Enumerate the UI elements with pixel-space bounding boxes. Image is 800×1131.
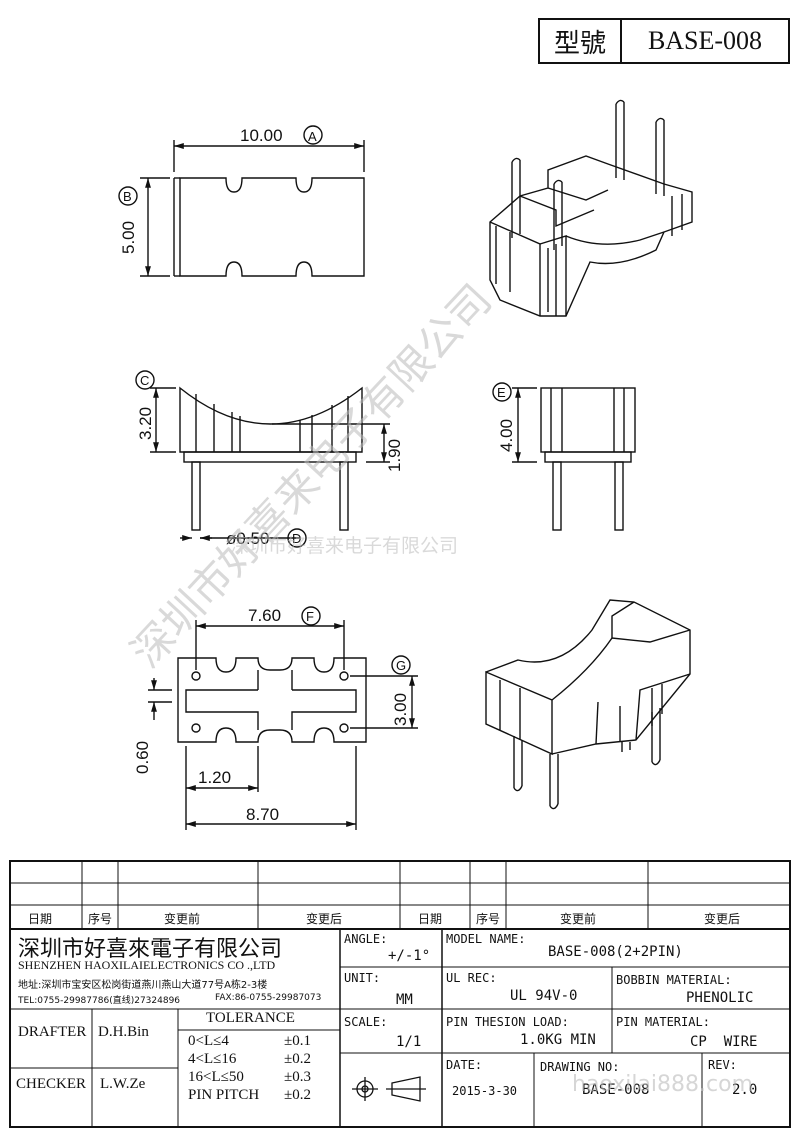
rev-label: REV: — [708, 1058, 737, 1072]
callout-f: F — [306, 609, 314, 624]
rev-header-after-2: 变更后 — [704, 912, 741, 926]
bobbin-material-label: BOBBIN MATERIAL: — [616, 973, 732, 987]
rev-header-before-1: 变更前 — [164, 912, 201, 926]
tolerance-values: ±0.1 ±0.2 ±0.3 ±0.2 — [284, 1032, 311, 1104]
bobbin-material-value: PHENOLIC — [686, 990, 754, 1006]
model-name-label: MODEL NAME: — [446, 932, 526, 946]
model-label: 型號 — [540, 20, 622, 62]
model-title-box: 型號 BASE-008 — [538, 18, 790, 64]
watermark-horizontal: 深圳市好喜来电子有限公司 — [230, 535, 458, 557]
model-name-value: BASE-008(2+2PIN) — [548, 944, 683, 960]
rev-header-no-1: 序号 — [88, 912, 113, 926]
tolerance-value-2: ±0.2 — [284, 1051, 311, 1067]
company-name-en: SHENZHEN HAOXILAIELECTRONICS CO .,LTD — [18, 958, 276, 972]
callout-e: E — [497, 385, 506, 400]
tolerance-value-3: ±0.3 — [284, 1069, 311, 1085]
dim-height: 3.20 — [136, 407, 155, 440]
dim-pin-pitch-x: 7.60 — [248, 606, 281, 625]
callout-b: B — [123, 189, 132, 204]
company-fax: FAX:86-0755-29987073 — [215, 993, 322, 1003]
tolerance-label: TOLERANCE — [206, 1010, 295, 1026]
drawing-no-label: DRAWING NO: — [540, 1060, 620, 1074]
dim-height-side: 4.00 — [497, 419, 516, 452]
dim-offset-small: 0.60 — [133, 741, 152, 774]
watermark-url: haoxilai888.com — [572, 1072, 754, 1097]
dim-width: 5.00 — [119, 221, 138, 254]
isometric-view-bottom — [485, 599, 691, 810]
front-view — [150, 386, 390, 541]
rev-header-date-1: 日期 — [28, 912, 53, 926]
drafter-label: DRAFTER — [18, 1024, 87, 1040]
company-tel: TEL:0755-29987786(直线)27324896 — [18, 996, 181, 1006]
dim-overall-width: 8.70 — [246, 805, 279, 824]
checker-label: CHECKER — [16, 1076, 87, 1092]
rev-header-no-2: 序号 — [476, 912, 501, 926]
checker-value: L.W.Ze — [100, 1076, 146, 1092]
side-view — [512, 387, 636, 531]
dim-offset-inner: 1.20 — [198, 768, 231, 787]
tolerance-range-1: 0<L≤4 — [188, 1033, 229, 1049]
projection-symbol-icon — [352, 1076, 426, 1102]
tolerance-value-1: ±0.1 — [284, 1033, 311, 1049]
company-address: 地址:深圳市宝安区松岗街道燕川燕山大道77号A栋2-3楼 — [18, 980, 268, 991]
scale-value: 1/1 — [396, 1034, 422, 1050]
unit-label: UNIT: — [344, 971, 381, 985]
dim-pin-diameter: ø0.50 — [226, 529, 269, 548]
ul-rec-value: UL 94V-0 — [510, 988, 578, 1004]
company-name-cn: 深圳市好喜來電子有限公司 — [18, 936, 283, 961]
callout-d: D — [292, 531, 301, 546]
unit-value: MM — [396, 992, 413, 1008]
drafter-value: D.H.Bin — [98, 1024, 149, 1040]
bottom-view — [148, 620, 418, 830]
dim-pin-pitch-y: 3.00 — [391, 693, 410, 726]
top-view — [140, 140, 365, 277]
title-block-frame — [9, 860, 791, 1128]
tolerance-range-4: PIN PITCH — [188, 1087, 260, 1103]
ul-rec-label: UL REC: — [446, 971, 497, 985]
callout-c: C — [140, 373, 149, 388]
callout-a: A — [308, 129, 317, 144]
angle-value: +/-1° — [388, 948, 431, 964]
angle-label: ANGLE: — [344, 932, 388, 946]
model-number: BASE-008 — [647, 26, 763, 55]
pin-load-label: PIN THESION LOAD: — [446, 1015, 569, 1029]
tolerance-value-4: ±0.2 — [284, 1087, 311, 1103]
callout-g: G — [396, 658, 406, 673]
dim-seat-height: 1.90 — [385, 439, 404, 472]
tolerance-range-2: 4<L≤16 — [188, 1051, 237, 1067]
date-label: DATE: — [446, 1058, 483, 1072]
tolerance-ranges: 0<L≤4 4<L≤16 16<L≤50 PIN PITCH — [188, 1032, 259, 1104]
date-value: 2015-3-30 — [452, 1084, 518, 1098]
rev-header-date-2: 日期 — [418, 912, 443, 926]
scale-label: SCALE: — [344, 1015, 388, 1029]
drawing-no-value: BASE-008 — [582, 1082, 650, 1098]
technical-drawing: 10.00 A 5.00 B 3.20 C 1.90 ø0.50 D 4.00 … — [118, 99, 693, 830]
pin-material-value: CP WIRE — [690, 1034, 758, 1050]
dim-length: 10.00 — [240, 126, 283, 145]
pin-material-label: PIN MATERIAL: — [616, 1015, 710, 1029]
isometric-view-top — [489, 99, 693, 317]
tolerance-range-3: 16<L≤50 — [188, 1069, 244, 1085]
rev-header-after-1: 变更后 — [306, 912, 343, 926]
rev-value: 2.0 — [732, 1082, 758, 1098]
pin-load-value: 1.0KG MIN — [520, 1032, 596, 1048]
rev-header-before-2: 变更前 — [560, 912, 597, 926]
